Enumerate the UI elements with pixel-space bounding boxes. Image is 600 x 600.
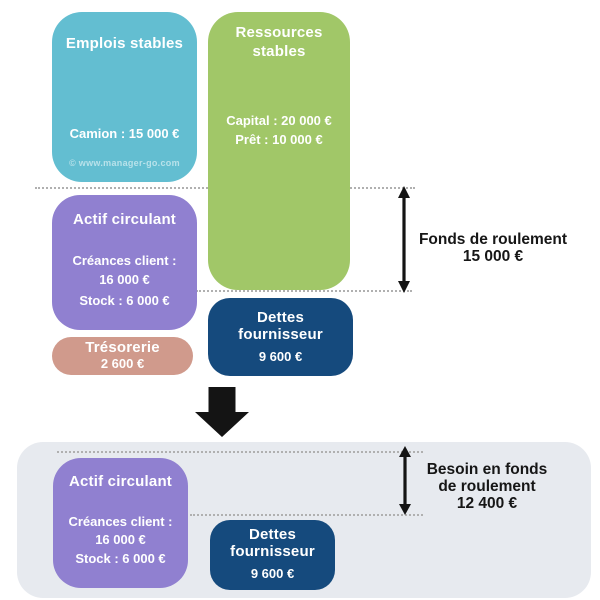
tresorerie-box: Trésorerie 2 600 € — [52, 337, 193, 375]
actif-circulant-title-bottom: Actif circulant — [68, 473, 173, 490]
besoin-fonds-roulement-label: Besoin en fonds de roulement 12 400 € — [417, 461, 557, 512]
creances-value: 16 000 € — [99, 272, 150, 287]
dettes-title-line2: fournisseur — [238, 326, 323, 343]
dettes-title-line1-bottom: Dettes — [248, 526, 297, 543]
dotted-line-bottom-upper — [57, 451, 423, 453]
double-arrow-icon — [396, 186, 412, 298]
actif-circulant-box-top: Actif circulant Créances client : 16 000… — [52, 195, 197, 330]
double-arrow-icon-bottom — [397, 446, 413, 520]
actif-circulant-title: Actif circulant — [72, 211, 177, 228]
tresorerie-title: Trésorerie — [85, 339, 160, 356]
dettes-fournisseur-box-bottom: Dettes fournisseur 9 600 € — [210, 520, 335, 590]
dettes-fournisseur-box-top: Dettes fournisseur 9 600 € — [208, 298, 353, 376]
dettes-title-line1: Dettes — [256, 309, 305, 326]
bfr-label-line3: 12 400 € — [456, 495, 518, 512]
bfr-label-line1: Besoin en fonds — [426, 461, 548, 478]
creances-label: Créances client : — [72, 253, 177, 268]
ressources-pret-value: Prêt : 10 000 € — [235, 132, 323, 147]
down-arrow-icon — [195, 387, 249, 442]
ressources-stables-box: Ressources stables Capital : 20 000 € Pr… — [208, 12, 350, 290]
dettes-value: 9 600 € — [258, 349, 303, 364]
ressources-capital-value: Capital : 20 000 € — [226, 113, 332, 128]
emplois-stables-box: Emplois stables Camion : 15 000 € © www.… — [52, 12, 197, 182]
dotted-line-top-lower — [196, 290, 412, 292]
bfr-label-line2: de roulement — [438, 478, 536, 495]
watermark-text: © www.manager-go.com — [69, 158, 180, 168]
ressources-stables-title-line2: stables — [252, 43, 306, 60]
fdr-label-line1: Fonds de roulement — [418, 231, 568, 248]
emplois-stables-value: Camion : 15 000 € — [69, 126, 180, 141]
actif-circulant-box-bottom: Actif circulant Créances client : 16 000… — [53, 458, 188, 588]
creances-value-bottom: 16 000 € — [95, 532, 146, 547]
emplois-stables-title: Emplois stables — [65, 35, 184, 52]
fonds-de-roulement-label: Fonds de roulement 15 000 € — [412, 231, 574, 265]
dettes-title-line2-bottom: fournisseur — [230, 543, 315, 560]
ressources-stables-title-line1: Ressources — [235, 24, 323, 41]
dotted-line-bottom-lower — [190, 514, 423, 516]
fdr-label-line2: 15 000 € — [462, 248, 524, 265]
dettes-value-bottom: 9 600 € — [250, 566, 295, 581]
tresorerie-value: 2 600 € — [100, 356, 145, 371]
stock-value: Stock : 6 000 € — [79, 293, 170, 308]
stock-value-bottom: Stock : 6 000 € — [75, 551, 166, 566]
creances-label-bottom: Créances client : — [68, 514, 173, 529]
